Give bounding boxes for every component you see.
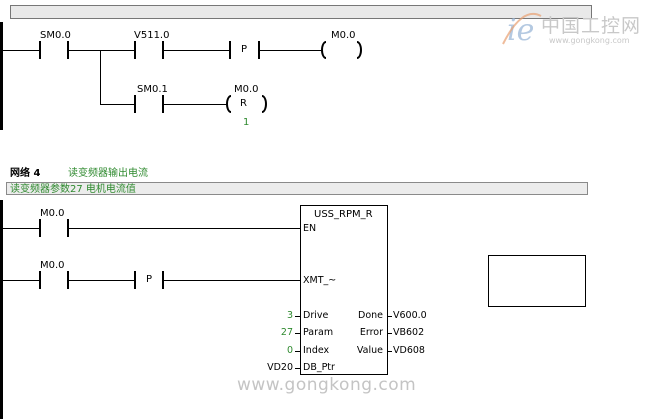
coil-m0-0-left[interactable] — [321, 41, 326, 59]
pin-stub — [387, 351, 392, 352]
p-transition-left-n4[interactable] — [134, 271, 136, 289]
network3-title-bar[interactable] — [10, 5, 592, 19]
wire — [164, 50, 230, 51]
pin-db-ptr: DB_Ptr — [303, 362, 335, 373]
wire — [100, 104, 135, 105]
block-title: USS_RPM_R — [314, 209, 373, 220]
pin-index: Index — [303, 345, 330, 356]
pin-stub — [387, 333, 392, 334]
output-value-value[interactable]: VD608 — [393, 345, 425, 356]
contact-label-sm0-1: SM0.1 — [137, 84, 168, 95]
wire — [164, 280, 300, 281]
output-value-error[interactable]: VB602 — [393, 327, 425, 338]
p-transition-right-n4[interactable] — [162, 271, 164, 289]
left-power-rail-top — [0, 22, 3, 130]
contact-v511-0-right[interactable] — [162, 41, 164, 59]
contact-v511-0-left[interactable] — [134, 41, 136, 59]
pin-stub — [295, 368, 300, 369]
coil-label-m0-0: M0.0 — [331, 30, 356, 41]
left-power-rail-bottom — [0, 200, 3, 419]
contact-label-sm0-0: SM0.0 — [40, 30, 71, 41]
wire — [3, 280, 40, 281]
coil-reset-r: R — [240, 98, 247, 109]
contact-label-m0-0-b: M0.0 — [40, 260, 65, 271]
p-label-n4: P — [146, 274, 153, 285]
input-value-index[interactable]: 0 — [286, 345, 293, 356]
wire — [3, 50, 40, 51]
contact-label-m0-0-a: M0.0 — [40, 208, 65, 219]
coil-m0-0-right[interactable] — [357, 41, 362, 59]
wire — [69, 280, 135, 281]
coil-label-reset: M0.0 — [234, 84, 259, 95]
p-label-n3: P — [241, 44, 248, 55]
gongkong-logo: ie 中国工控网 www.gongkong.com — [497, 8, 665, 50]
contact-m0-0-b-left[interactable] — [39, 271, 41, 289]
contact-m0-0-a-left[interactable] — [39, 219, 41, 237]
empty-box — [488, 255, 586, 307]
input-value-db-ptr[interactable]: VD20 — [267, 362, 293, 373]
network4-comment[interactable]: 读变频器参数27 电机电流值 — [6, 182, 588, 195]
pin-stub — [295, 316, 300, 317]
wire — [69, 228, 300, 229]
contact-label-v511-0: V511.0 — [134, 30, 170, 41]
output-value-done[interactable]: V600.0 — [393, 310, 427, 321]
pin-stub — [387, 316, 392, 317]
pin-en: EN — [303, 223, 317, 234]
pin-done: Done — [358, 310, 383, 321]
network4-header: 网络 4 — [10, 168, 41, 179]
wire — [164, 104, 228, 105]
wire — [3, 228, 40, 229]
pin-value: Value — [356, 345, 383, 356]
wire — [260, 50, 323, 51]
wire — [69, 50, 135, 51]
input-value-drive[interactable]: 3 — [286, 310, 293, 321]
pin-drive: Drive — [303, 310, 329, 321]
bottom-watermark: www.gongkong.com — [237, 375, 417, 395]
contact-sm0-0-right[interactable] — [67, 41, 69, 59]
branch-wire — [100, 50, 101, 105]
coil-reset-count: 1 — [243, 117, 250, 128]
coil-reset-right[interactable] — [262, 95, 267, 113]
uss-rpm-r-block[interactable] — [300, 205, 388, 375]
pin-stub — [295, 333, 300, 334]
contact-sm0-1-left[interactable] — [134, 95, 136, 113]
p-transition-left[interactable] — [229, 41, 231, 59]
pin-error: Error — [359, 327, 383, 338]
network4-title: 读变频器输出电流 — [68, 168, 148, 179]
contact-m0-0-b-right[interactable] — [67, 271, 69, 289]
logo-url-text: www.gongkong.com — [549, 36, 630, 45]
logo-cn-text: 中国工控网 — [541, 15, 642, 37]
coil-reset-left[interactable] — [226, 95, 231, 113]
input-value-param[interactable]: 27 — [280, 327, 293, 338]
pin-param: Param — [303, 327, 334, 338]
pin-stub — [295, 351, 300, 352]
p-transition-right[interactable] — [258, 41, 260, 59]
contact-sm0-1-right[interactable] — [162, 95, 164, 113]
contact-m0-0-a-right[interactable] — [67, 219, 69, 237]
contact-sm0-0-left[interactable] — [39, 41, 41, 59]
pin-xmt: XMT_~ — [303, 275, 337, 286]
